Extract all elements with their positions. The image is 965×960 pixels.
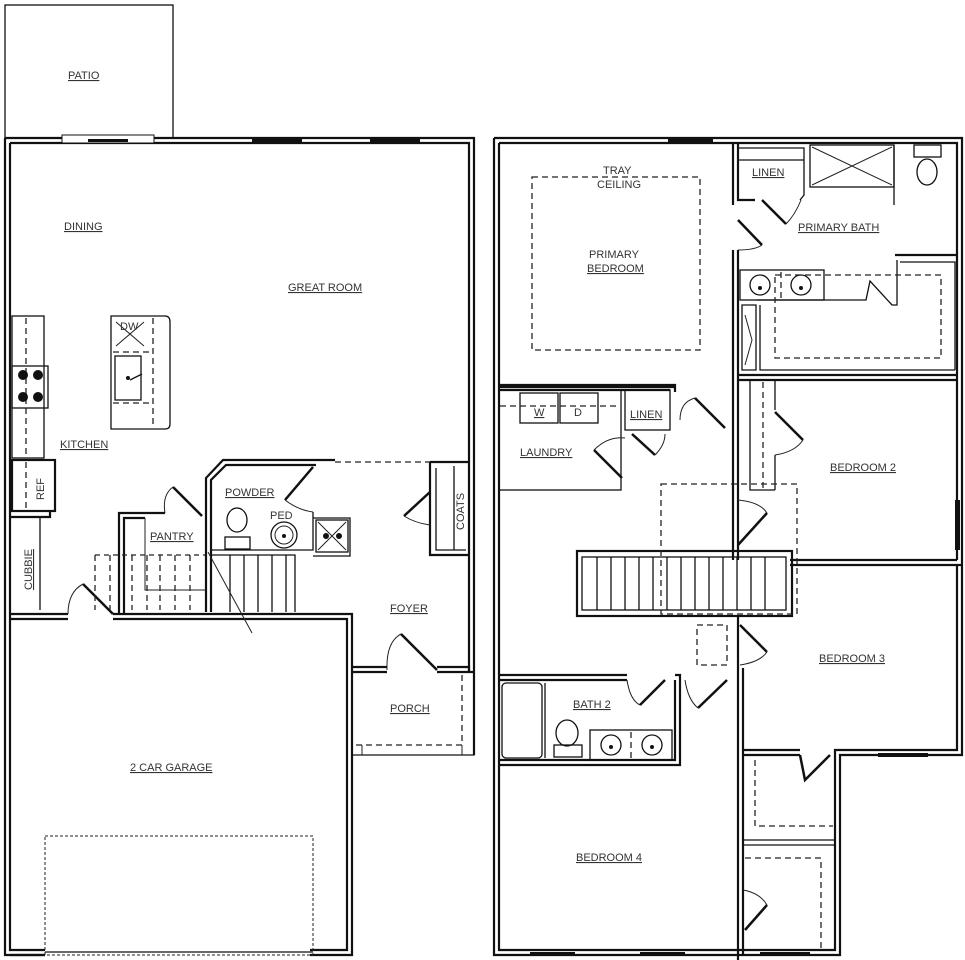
walk-in-closet: [774, 274, 942, 359]
refrigerator: [10, 458, 57, 513]
hall-linen-door[interactable]: [631, 433, 656, 456]
first-floor: REF DW CUBBIE: [3, 4, 476, 957]
bedroom3-label: BEDROOM 3: [819, 653, 885, 665]
bathtub: [501, 682, 543, 759]
porch-label: PORCH: [390, 703, 430, 715]
great-room-label: GREAT ROOM: [288, 282, 362, 294]
kitchen-island: [110, 315, 171, 430]
toilet: [913, 144, 942, 158]
washer-label: W: [534, 407, 545, 419]
stairs-second-floor: [575, 549, 794, 618]
open-to-below: [660, 483, 798, 615]
kitchen-label: KITCHEN: [60, 439, 108, 451]
bedroom2-closet-door[interactable]: [774, 411, 804, 441]
range-cooktop: [11, 365, 49, 409]
primary-label: PRIMARY: [589, 249, 640, 261]
primary-closet-shelf: [741, 304, 757, 371]
pedestal-sink: [270, 521, 298, 549]
dining-label: DINING: [64, 221, 103, 233]
washer: [519, 392, 559, 424]
tray-label: TRAY: [603, 165, 632, 177]
ceiling-label: CEILING: [597, 179, 641, 191]
laundry-label: LAUNDRY: [520, 447, 573, 459]
hvac-unit: [315, 519, 349, 553]
foyer-label: FOYER: [390, 603, 428, 615]
bedroom3-closet-door[interactable]: [798, 754, 831, 783]
hall-linen-closet: [624, 389, 671, 431]
tray-ceiling: [531, 176, 701, 351]
toilet: [555, 719, 579, 747]
bedroom4-door[interactable]: [697, 679, 728, 709]
patio-label: PATIO: [68, 70, 100, 82]
double-vanity: [739, 269, 825, 301]
laundry-door[interactable]: [593, 449, 623, 479]
linen-door[interactable]: [761, 199, 787, 225]
garage-door-opening: [44, 835, 314, 956]
laundry-room: [498, 389, 622, 491]
window: [668, 137, 713, 142]
pantry-label: PANTRY: [150, 531, 194, 543]
bath2-label: BATH 2: [573, 699, 611, 711]
ref-label: REF: [35, 478, 47, 500]
bedroom2-door[interactable]: [737, 512, 768, 546]
dishwasher: [115, 321, 145, 347]
garage-label: 2 CAR GARAGE: [130, 762, 213, 774]
coats-door[interactable]: [403, 491, 431, 517]
toilet: [226, 507, 248, 533]
front-door[interactable]: [400, 633, 438, 671]
coats-label: COATS: [455, 493, 467, 530]
primary-bath-label: PRIMARY BATH: [798, 222, 879, 234]
dryer: [559, 392, 599, 424]
primary-bath-door[interactable]: [737, 219, 763, 246]
window: [955, 500, 960, 550]
kitchen-counter: [11, 315, 45, 459]
hall-linen-label: LINEN: [630, 409, 662, 421]
powder-door[interactable]: [284, 466, 314, 501]
window: [370, 137, 420, 142]
first-floor-exterior-wall: [5, 138, 474, 956]
bedroom-label: BEDROOM: [587, 263, 644, 275]
bedroom4-label: BEDROOM 4: [576, 852, 642, 864]
primary-linen-label: LINEN: [752, 167, 784, 179]
powder-label: POWDER: [225, 487, 275, 499]
pantry-door[interactable]: [172, 486, 203, 517]
bedroom3-door[interactable]: [739, 624, 768, 653]
dw-label: DW: [120, 321, 139, 333]
cubbie-label: CUBBIE: [23, 549, 35, 590]
kitchen-sink: [114, 355, 142, 401]
bath2-vanity: [589, 729, 673, 761]
garage-entry-door[interactable]: [82, 583, 114, 615]
dryer-label: D: [574, 407, 582, 419]
bath2-door[interactable]: [639, 679, 666, 706]
bedroom2-label: BEDROOM 2: [830, 462, 896, 474]
primary-bedroom-door[interactable]: [694, 397, 726, 429]
attic-access: [696, 624, 728, 666]
window: [252, 137, 302, 142]
window: [878, 753, 928, 757]
stairs-first-floor: [94, 551, 296, 634]
second-floor: W D: [492, 136, 964, 960]
bedroom4-closet-door[interactable]: [744, 904, 768, 931]
ped-label: PED: [270, 510, 293, 522]
